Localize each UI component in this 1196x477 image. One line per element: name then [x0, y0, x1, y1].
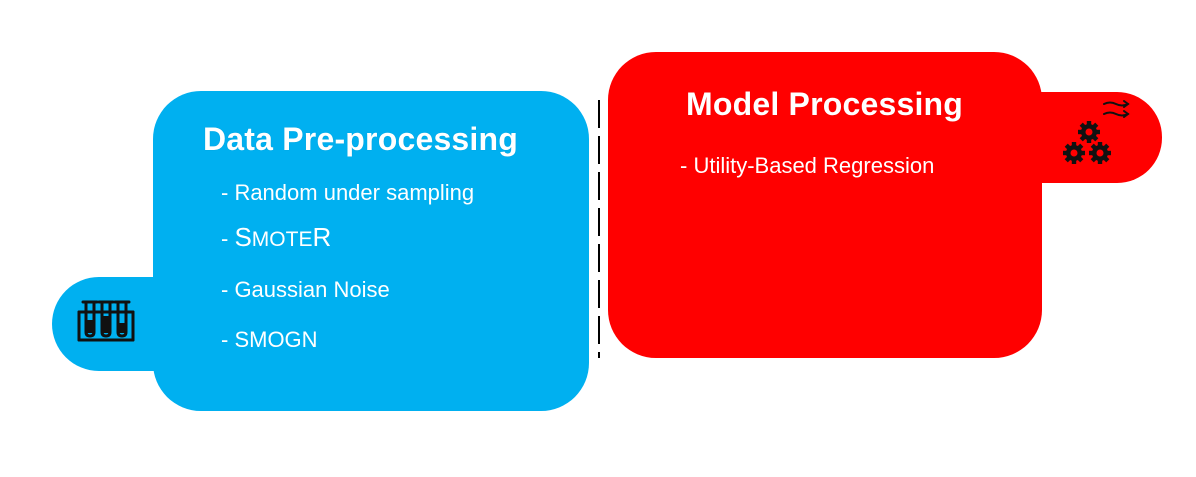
smoter-prefix: -	[221, 226, 235, 251]
list-item-smoter: - SMOTER	[221, 222, 331, 253]
list-item-smogn: - SMOGN	[221, 327, 318, 352]
list-item-gaussian-noise: - Gaussian Noise	[221, 277, 390, 302]
dashed-divider	[598, 100, 600, 358]
data-preprocessing-title: Data Pre-processing	[203, 121, 519, 157]
model-processing-title: Model Processing	[686, 86, 964, 122]
list-item-utility-based-regression: - Utility-Based Regression	[680, 153, 935, 178]
model-processing-panel	[608, 52, 1042, 358]
smoter-mote: MOTE	[251, 228, 313, 251]
list-item-random-under-sampling: - Random under sampling	[221, 180, 475, 205]
data-preprocessing-panel	[153, 91, 589, 411]
smoter-r: R	[312, 222, 332, 252]
smoter-s: S	[234, 222, 252, 252]
test-tubes-rack-icon	[77, 300, 135, 342]
gears-icon	[1063, 100, 1130, 164]
